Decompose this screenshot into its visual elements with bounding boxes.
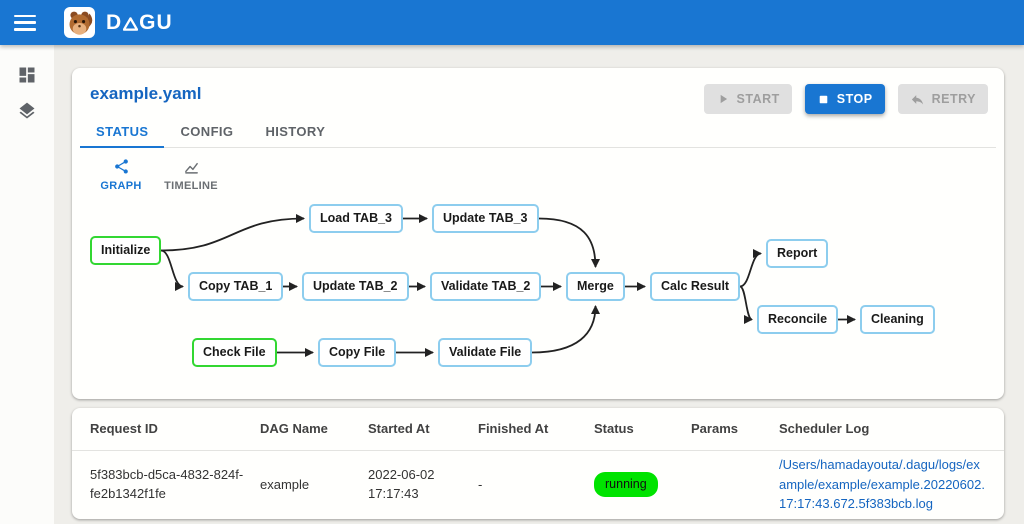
graph-node-cleaning[interactable]: Cleaning [860, 305, 935, 334]
dag-tabs: STATUS CONFIG HISTORY [80, 125, 996, 148]
graph-node-calc_result[interactable]: Calc Result [650, 272, 741, 301]
app-title-prefix: D [106, 10, 123, 34]
retry-button[interactable]: RETRY [897, 84, 988, 114]
share-icon [114, 159, 128, 174]
start-button-label: START [736, 92, 780, 106]
app-title: D GU [106, 11, 173, 35]
graph-node-update_tab_2[interactable]: Update TAB_2 [302, 272, 409, 301]
dagu-logo [64, 7, 95, 38]
tab-status[interactable]: STATUS [80, 125, 165, 148]
graph-node-check_file[interactable]: Check File [192, 338, 277, 367]
graph-node-initialize[interactable]: Initialize [90, 236, 162, 265]
col-header-params: Params [691, 408, 779, 451]
cell-status: running [594, 450, 691, 518]
col-header-dag-name: DAG Name [260, 408, 368, 451]
tab-config[interactable]: CONFIG [180, 124, 234, 139]
retry-icon [911, 94, 923, 104]
graph-node-merge[interactable]: Merge [566, 272, 625, 301]
cell-finished-at: - [478, 476, 483, 492]
start-button[interactable]: START [703, 84, 792, 114]
graph-node-update_tab_3[interactable]: Update TAB_3 [432, 204, 539, 233]
history-table-card: Request ID DAG Name Started At Finished … [72, 408, 1004, 519]
play-icon [720, 94, 727, 104]
tab-graph[interactable]: GRAPH [90, 158, 152, 192]
layers-icon [19, 102, 35, 119]
graph-node-load_tab_3[interactable]: Load TAB_3 [309, 204, 403, 233]
menu-icon[interactable] [14, 14, 36, 31]
timeline-icon [184, 162, 198, 174]
sidebar-item-dashboard[interactable] [0, 57, 54, 93]
dag-action-buttons: START STOP RETRY [691, 84, 988, 114]
sidebar-item-dags[interactable] [0, 93, 54, 129]
triangle-icon [123, 16, 139, 31]
table-header-row: Request ID DAG Name Started At Finished … [72, 408, 1004, 451]
col-header-status: Status [594, 408, 691, 451]
dag-status-card: example.yaml START STOP RETRY STATUS CON… [72, 68, 1004, 399]
history-table: Request ID DAG Name Started At Finished … [72, 408, 1004, 518]
cell-started-at: 2022-06-02 17:17:43 [368, 466, 435, 502]
dag-edges [160, 214, 856, 357]
cell-request-id: 5f383bcb-d5ca-4832-824f-fe2b1342f1fe [90, 466, 244, 502]
app-title-suffix: GU [139, 10, 173, 34]
col-header-finished-at: Finished At [478, 408, 594, 451]
stop-button[interactable]: STOP [804, 84, 885, 114]
graph-node-copy_file[interactable]: Copy File [318, 338, 397, 367]
cell-dag-name: example [260, 476, 310, 492]
col-header-scheduler-log: Scheduler Log [779, 408, 1004, 451]
sidebar [0, 45, 54, 524]
stop-button-label: STOP [836, 92, 873, 106]
stop-icon [819, 95, 828, 103]
graph-node-validate_tab_2[interactable]: Validate TAB_2 [430, 272, 542, 301]
dashboard-icon [19, 67, 35, 83]
graph-node-report[interactable]: Report [766, 239, 829, 268]
retry-button-label: RETRY [931, 92, 976, 106]
app-bar: D GU [0, 0, 1024, 45]
table-row: 5f383bcb-d5ca-4832-824f-fe2b1342f1fe exa… [72, 450, 1004, 518]
tab-timeline[interactable]: TIMELINE [160, 158, 222, 192]
tab-graph-label: GRAPH [100, 180, 142, 192]
cell-params [691, 450, 779, 518]
squirrel-icon [69, 11, 93, 35]
tab-timeline-label: TIMELINE [164, 180, 218, 192]
scheduler-log-link[interactable]: /Users/hamadayouta/.dagu/logs/example/ex… [779, 457, 985, 511]
tab-history[interactable]: HISTORY [265, 124, 326, 139]
cell-scheduler-log: /Users/hamadayouta/.dagu/logs/example/ex… [779, 450, 1004, 518]
graph-node-reconcile[interactable]: Reconcile [757, 305, 839, 334]
col-header-request-id: Request ID [72, 408, 260, 451]
graph-node-copy_tab_1[interactable]: Copy TAB_1 [188, 272, 284, 301]
graph-node-validate_file[interactable]: Validate File [438, 338, 533, 367]
col-header-started-at: Started At [368, 408, 478, 451]
page-title: example.yaml [90, 84, 202, 103]
status-badge: running [594, 471, 658, 497]
view-switcher: GRAPH TIMELINE [90, 158, 230, 192]
